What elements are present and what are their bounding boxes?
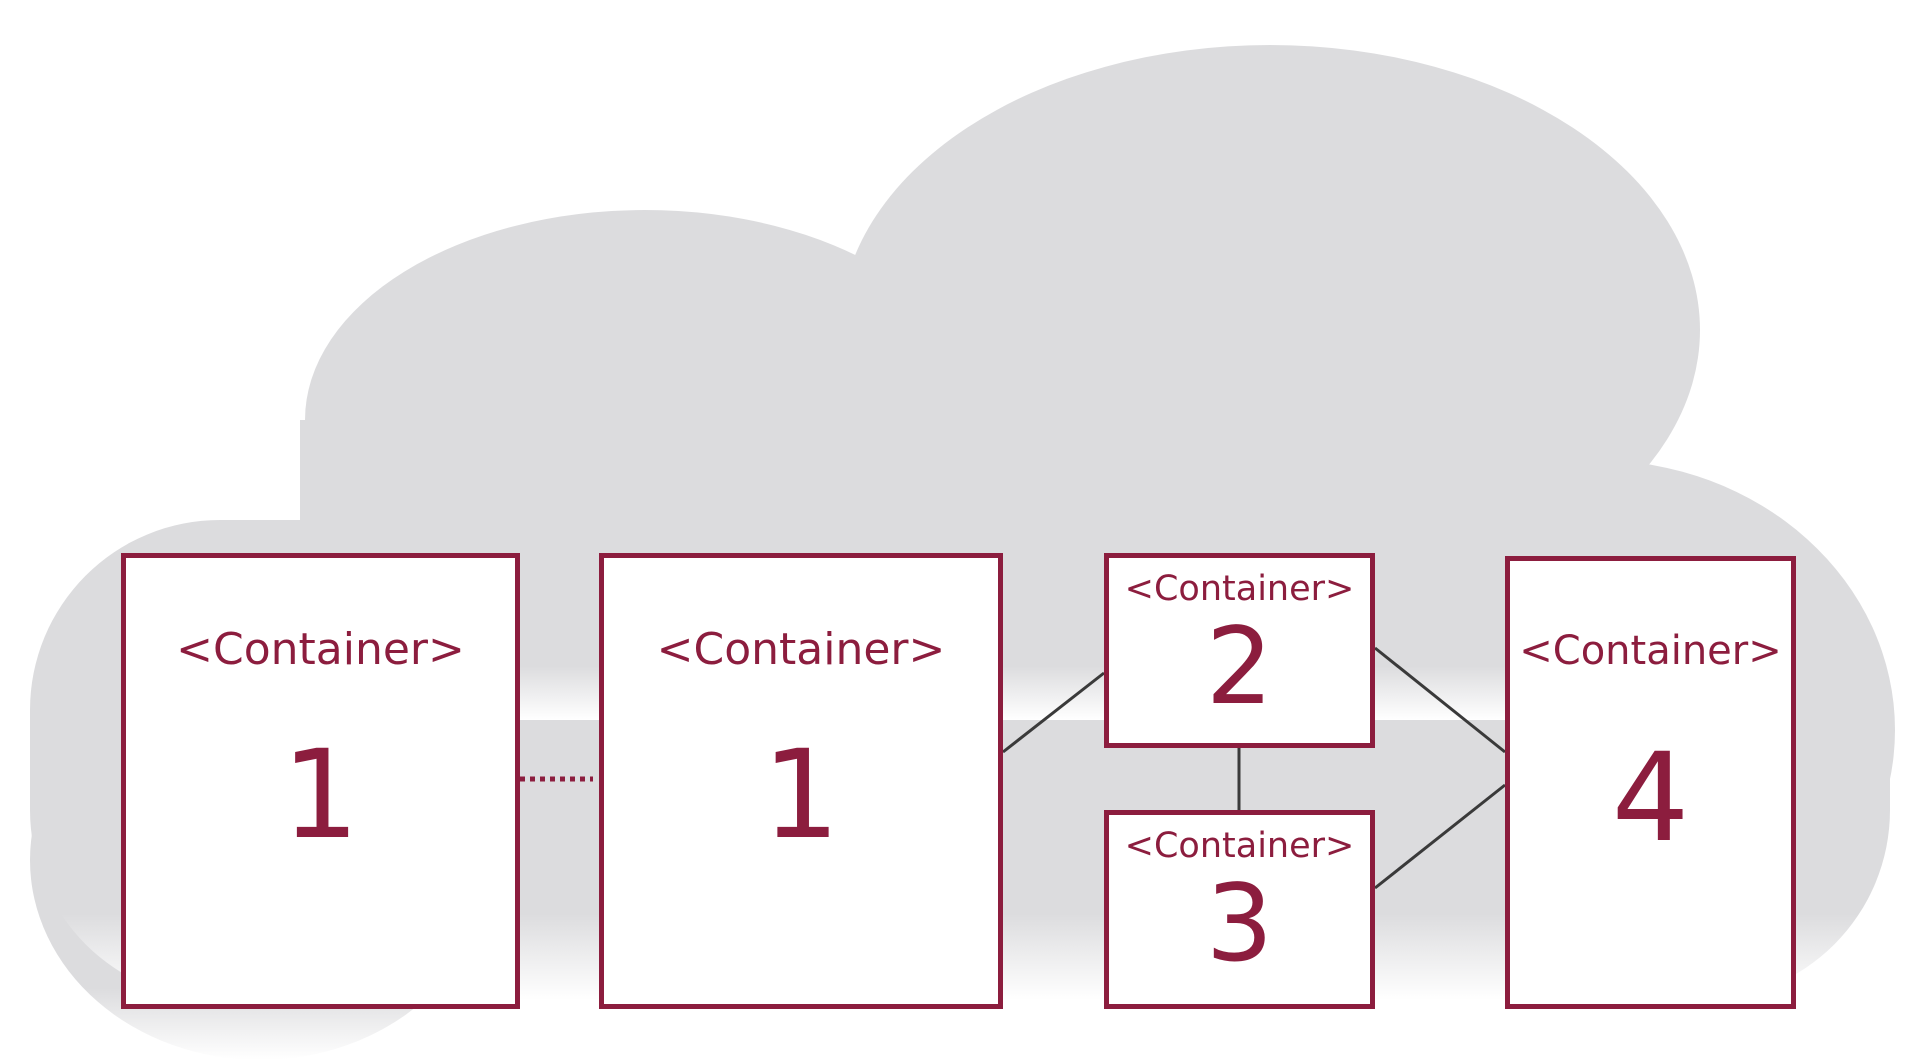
container-number: 1 bbox=[762, 724, 840, 866]
container-label: <Container> bbox=[176, 624, 465, 675]
container-label: <Container> bbox=[1124, 569, 1355, 609]
container-label: <Container> bbox=[1519, 628, 1782, 674]
container-box-2: <Container> 2 bbox=[1104, 553, 1375, 748]
container-box-4: <Container> 4 bbox=[1505, 556, 1796, 1009]
container-number: 1 bbox=[281, 724, 360, 866]
connector-1-2 bbox=[1002, 671, 1105, 754]
container-number: 3 bbox=[1205, 862, 1274, 985]
container-number: 4 bbox=[1611, 727, 1690, 869]
container-label: <Container> bbox=[656, 624, 946, 675]
container-box-1b: <Container> 1 bbox=[599, 553, 1003, 1009]
connector-3-4 bbox=[1374, 783, 1506, 890]
container-box-3: <Container> 3 bbox=[1104, 810, 1375, 1009]
container-label: <Container> bbox=[1124, 826, 1355, 866]
container-number: 2 bbox=[1205, 605, 1274, 728]
connector-2-4 bbox=[1374, 646, 1506, 754]
container-box-1a: <Container> 1 bbox=[121, 553, 520, 1009]
connectors bbox=[520, 646, 1506, 890]
